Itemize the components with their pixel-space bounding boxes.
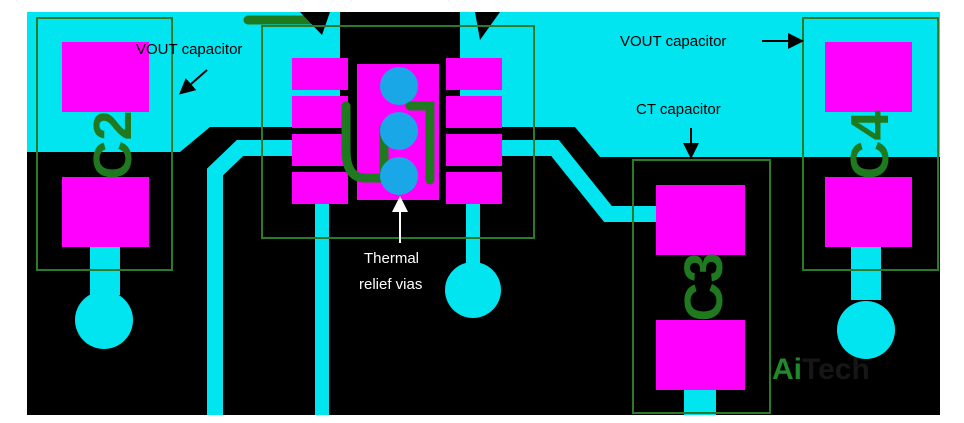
trace-left xyxy=(207,140,330,415)
u1-pad-l3 xyxy=(292,134,348,166)
c3-pad-bottom xyxy=(656,320,745,390)
c3-outline xyxy=(632,159,771,414)
logo-watermark: AiTech xyxy=(772,353,870,386)
label-thermal-2: relief vias xyxy=(359,276,422,293)
c4-outline xyxy=(802,17,939,271)
c4-pad-top xyxy=(825,42,912,112)
via-c2 xyxy=(75,291,133,349)
thermal-via-1 xyxy=(380,67,418,105)
trace-u1-down-right xyxy=(466,200,480,280)
u1-silkscreen xyxy=(341,101,435,185)
label-ct: CT capacitor xyxy=(636,101,721,118)
logo-tech: Tech xyxy=(802,353,870,386)
u1-pad-l1 xyxy=(292,58,348,90)
u1-pad-l4 xyxy=(292,172,348,204)
trace-c2-down xyxy=(90,240,120,295)
c4-refdes: C4 xyxy=(840,110,900,179)
c4-pad-bottom xyxy=(825,177,912,247)
label-vout-left: VOUT capacitor xyxy=(136,41,242,58)
u1-outline xyxy=(261,25,535,239)
label-thermal-1: Thermal xyxy=(364,250,419,267)
pin1-marker-left xyxy=(300,12,330,35)
via-u1-right xyxy=(445,262,501,318)
u1-pad-r1 xyxy=(446,58,502,90)
arrow-vout-left xyxy=(178,69,208,95)
thermal-via-3 xyxy=(380,157,418,195)
c2-refdes: C2 xyxy=(83,110,143,179)
logo-ai: Ai xyxy=(772,353,802,386)
via-c4 xyxy=(837,301,895,359)
thermal-via-2 xyxy=(380,112,418,150)
label-vout-right: VOUT capacitor xyxy=(620,33,726,50)
u1-pad-r3 xyxy=(446,134,502,166)
u1-pad-r2 xyxy=(446,96,502,128)
c2-pad-bottom xyxy=(62,177,149,247)
trace-u1-down-left xyxy=(315,200,329,415)
u1-pad-r4 xyxy=(446,172,502,204)
c2-outline xyxy=(36,17,173,271)
c3-refdes: C3 xyxy=(674,252,734,321)
u1-pad-l2 xyxy=(292,96,348,128)
c3-pad-top xyxy=(656,185,745,255)
c2-pad-top xyxy=(62,42,149,112)
